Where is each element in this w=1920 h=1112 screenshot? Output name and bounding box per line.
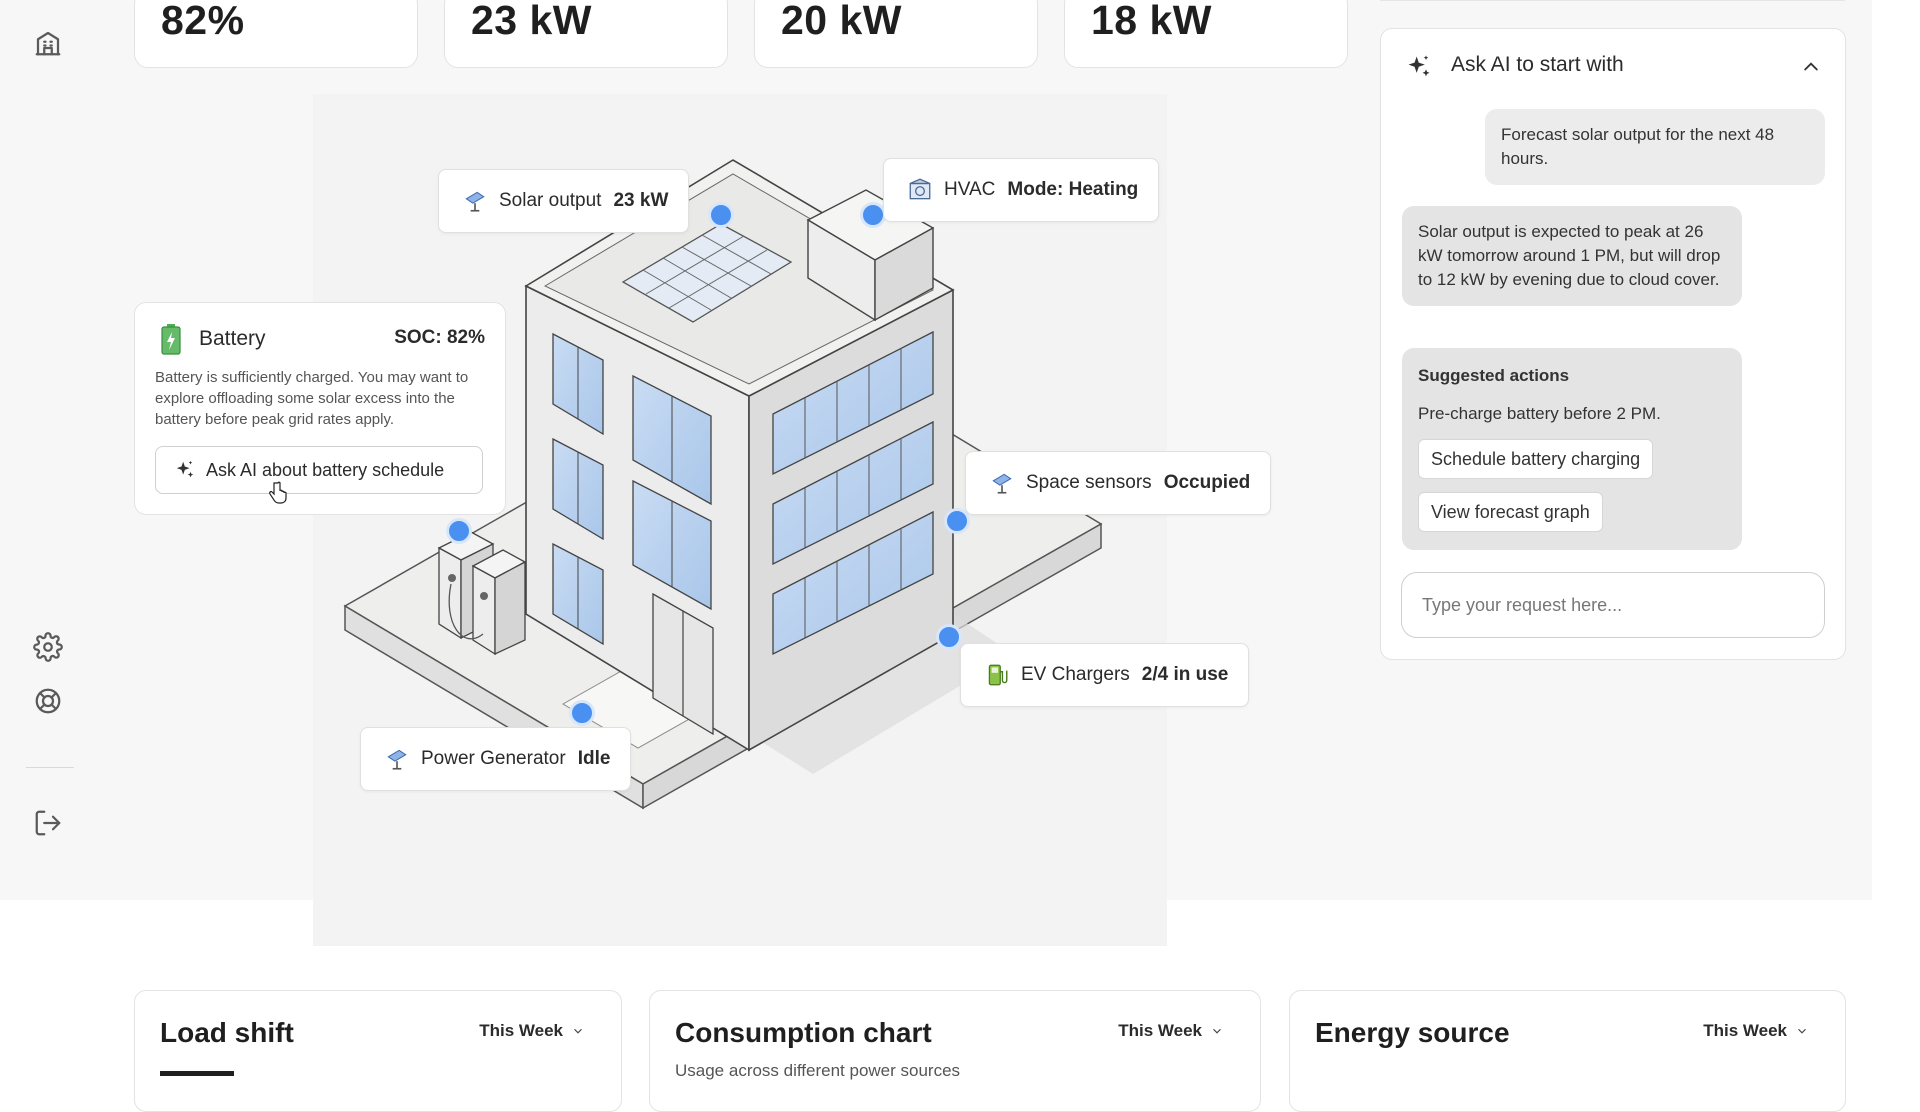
card-title: Consumption chart [675,1017,932,1048]
sidebar-divider [26,767,74,768]
ev-charger-icon [983,661,1011,689]
building-icon[interactable] [28,23,68,63]
callout-label: Power Generator [421,748,566,769]
ask-ai-battery-button[interactable]: Ask AI about battery schedule [155,446,483,494]
building-illustration [343,159,1103,810]
generator-hotspot[interactable] [569,700,595,726]
battery-hotspot[interactable] [446,518,472,544]
range-dropdown[interactable]: This Week [479,1021,585,1041]
generator-icon [383,745,411,773]
hvac-unit-icon [906,176,934,204]
kpi-value: 82% [161,0,245,43]
kpi-card-grid: 18 kW [1064,0,1348,68]
kpi-value: 23 kW [471,0,592,43]
ai-message: Solar output is expected to peak at 26 k… [1402,206,1742,306]
ev-chargers-hotspot[interactable] [936,624,962,650]
view-forecast-graph-button[interactable]: View forecast graph [1418,492,1603,532]
ai-request-input[interactable] [1401,572,1825,638]
load-shift-value-clipped [160,1071,240,1081]
building-scene [313,94,1167,946]
ai-panel-top-divider [1380,0,1845,1]
callout-label: EV Chargers [1021,664,1130,685]
callout-hvac[interactable]: HVAC Mode: Heating [883,158,1160,222]
callout-value: Idle [577,748,611,769]
range-label: This Week [1703,1021,1787,1040]
callout-label: Solar output [499,190,602,211]
callout-label: Space sensors [1026,472,1152,493]
callout-value: 23 kW [613,190,669,211]
callout-ev-chargers[interactable]: EV Chargers 2/4 in use [960,643,1250,707]
battery-title: Battery [199,327,266,350]
ai-assistant-panel: Ask AI to start with Forecast solar outp… [1380,28,1846,660]
solar-hotspot[interactable] [708,202,734,228]
space-sensors-hotspot[interactable] [944,508,970,534]
range-label: This Week [479,1021,563,1040]
sensor-icon [988,469,1016,497]
hand-cursor-icon [269,481,287,504]
logout-icon[interactable] [28,803,68,843]
callout-value: Mode: Heating [1007,179,1139,200]
battery-card: Battery SOC: 82% Battery is sufficiently… [134,302,506,515]
kpi-value: 20 kW [781,0,902,43]
suggested-actions-text: Pre-charge battery before 2 PM. [1418,404,1661,423]
range-dropdown[interactable]: This Week [1703,1021,1809,1041]
callout-value: Occupied [1163,472,1251,493]
battery-icon [159,323,183,360]
battery-description: Battery is sufficiently charged. You may… [155,369,469,428]
callout-value: 2/4 in use [1141,664,1229,685]
callout-solar-output[interactable]: Solar output 23 kW [438,169,690,233]
range-dropdown[interactable]: This Week [1118,1021,1224,1041]
kpi-card-solar: 23 kW [444,0,728,68]
callout-label: HVAC [944,179,996,200]
card-title: Load shift [160,1017,294,1048]
kpi-value: 18 kW [1091,0,1212,43]
solar-panel-icon [461,187,489,215]
chevron-up-icon[interactable] [1801,57,1821,82]
callout-space-sensors[interactable]: Space sensors Occupied [965,451,1272,515]
user-message: Forecast solar output for the next 48 ho… [1485,109,1825,185]
card-title: Energy source [1315,1017,1510,1048]
chevron-down-icon [1213,1028,1221,1034]
sidebar [0,0,107,900]
card-subtitle: Usage across different power sources [675,1061,961,1080]
battery-soc: SOC: 82% [394,327,485,348]
sparkle-icon [174,459,196,481]
sparkle-icon [1405,53,1433,86]
load-shift-card: Load shift This Week [134,990,622,1112]
gear-icon[interactable] [28,627,68,667]
chevron-down-icon [574,1028,582,1034]
ask-ai-battery-label: Ask AI about battery schedule [206,459,445,480]
consumption-chart-card: Consumption chart This Week Usage across… [649,990,1261,1112]
suggested-actions-box: Suggested actions Pre-charge battery bef… [1402,348,1742,550]
energy-source-card: Energy source This Week [1289,990,1846,1112]
suggested-actions-title: Suggested actions [1418,366,1570,385]
range-label: This Week [1118,1021,1202,1040]
kpi-card-battery: 82% [134,0,418,68]
lifebuoy-icon[interactable] [28,681,68,721]
schedule-battery-charging-button[interactable]: Schedule battery charging [1418,439,1654,479]
callout-power-generator[interactable]: Power Generator Idle [360,727,632,791]
chevron-down-icon [1798,1028,1806,1034]
ai-panel-title: Ask AI to start with [1451,53,1624,76]
kpi-card-consumption: 20 kW [754,0,1038,68]
